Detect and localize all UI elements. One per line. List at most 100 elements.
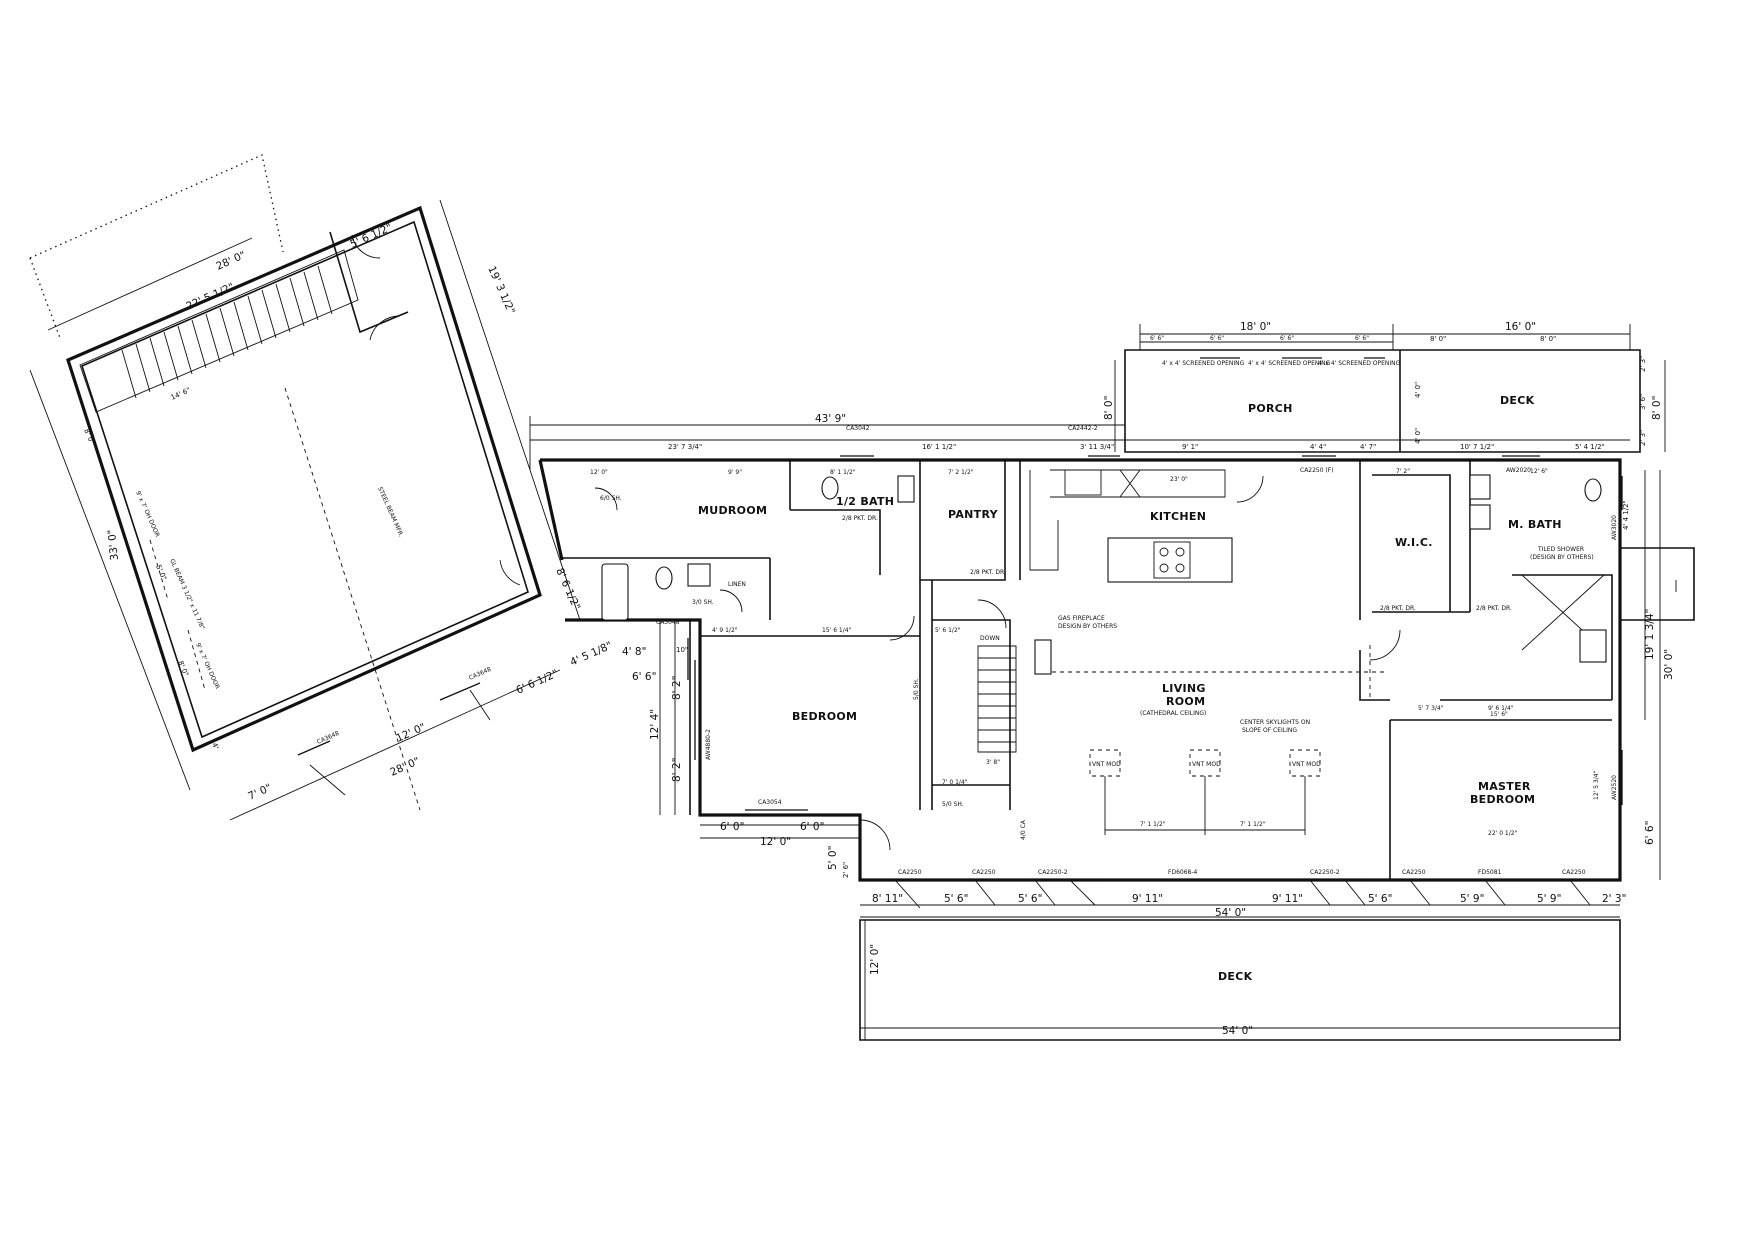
dim-top-c: 3' 11 3/4" xyxy=(1080,443,1114,451)
dim-garage-l-b: 5' 0" xyxy=(154,564,168,582)
dim-mid-b: 10" xyxy=(676,646,688,654)
note-ec: 4/0 CA xyxy=(1020,819,1027,840)
fireplace xyxy=(1034,639,1052,675)
note-skylights-1: CENTER SKYLIGHTS ON xyxy=(1240,719,1310,726)
dim-deck-bottom-total: 54' 0" xyxy=(1222,1025,1253,1037)
room-down: DOWN xyxy=(980,635,1000,642)
room-pantry: PANTRY xyxy=(948,508,999,521)
note-ps-4: 2/8 PKT. DR. xyxy=(1476,605,1512,612)
dim-porch-depth: 8' 0" xyxy=(1103,396,1115,420)
win-ca2250f: CA2250 (F) xyxy=(1300,467,1334,474)
porch-deck-top: 18' 0" 16' 0" 6' 6" 6' 6" 6' 6" 6' 6" 8'… xyxy=(1103,321,1666,453)
dim-garage-inner: 14' 6" xyxy=(170,386,192,402)
note-skylights-2: SLOPE OF CEILING xyxy=(1242,727,1297,734)
dim-deck-a: 8' 0" xyxy=(1430,335,1446,343)
dim-garage-l-d: 4' xyxy=(210,742,220,751)
dim-porch-a: 6' 6" xyxy=(1150,335,1164,342)
dim-deck-depth: 8' 0" xyxy=(1651,396,1663,420)
dim-porch-c: 6' 6" xyxy=(1280,335,1294,342)
dim-deck-depth-bottom: 12' 0" xyxy=(869,944,881,975)
win-ca3048: CA3048 xyxy=(656,619,680,626)
dim-top-b: 16' 1 1/2" xyxy=(922,443,956,451)
dim-front-a: 5' 0" xyxy=(827,846,839,870)
room-bedroom: BEDROOM xyxy=(792,710,857,723)
room-deck-top: DECK xyxy=(1500,394,1535,407)
win-ca2250-c: CA2250-2 xyxy=(1038,869,1068,876)
note-gas-fireplace-2: DESIGN BY OTHERS xyxy=(1058,623,1117,630)
dim-bot-1: 8' 11" xyxy=(872,893,903,905)
win-ca2442: CA2442-2 xyxy=(1068,425,1098,432)
dim-liv-a: 7' 1 1/2" xyxy=(1140,821,1166,828)
dim-mud-w: 12' 0" xyxy=(590,469,608,476)
dim-bot-8: 5' 9" xyxy=(1537,893,1561,905)
dim-stair-w: 5' 6 1/2" xyxy=(935,627,961,634)
win-ca3042: CA3042 xyxy=(846,425,870,432)
dim-master-w: 22' 0 1/2" xyxy=(1488,830,1518,837)
dim-wic-w: 7' 2" xyxy=(1396,468,1410,475)
note-ps-1: 2/8 PKT. DR. xyxy=(842,515,878,522)
note-mod-1: VNT MOD xyxy=(1092,761,1121,768)
garage: 28' 0" 22' 5 1/2" 5' 6 1/2" 19' 3 1/2" 3… xyxy=(29,154,614,821)
win-fd5081: FD5081 xyxy=(1478,869,1502,876)
dim-total-54: 54' 0" xyxy=(1215,907,1246,919)
dim-bed-b1: 6' 0" xyxy=(720,821,744,833)
dim-bed-bot: 12' 0" xyxy=(760,836,791,848)
dim-bed-left: 12' 4" xyxy=(649,709,661,740)
note-mod-2: VNT MOD xyxy=(1192,761,1221,768)
dim-liv-b: 7' 1 1/2" xyxy=(1240,821,1266,828)
dim-master-top: 15' 6" xyxy=(1490,711,1508,718)
dim-deck-r3: 2' 3" xyxy=(1639,430,1647,446)
dim-garage-diag-a: 6' 6 1/2" xyxy=(514,668,560,697)
win-ca2250-a: CA2250 xyxy=(898,869,922,876)
dim-porch-d1: 4' 0" xyxy=(1414,382,1422,398)
win-aw3020: AW3020 xyxy=(1611,515,1618,540)
dim-pantry-w: 7' 2 1/2" xyxy=(948,469,974,476)
dim-porch-d2: 4' 0" xyxy=(1414,428,1422,444)
dim-house-top: 43' 9" xyxy=(815,413,846,425)
kitchen-island xyxy=(1107,537,1233,583)
dim-porch-b: 6' 6" xyxy=(1210,335,1224,342)
win-ca2250-g: CA2250 xyxy=(1562,869,1586,876)
room-deck-bottom: DECK xyxy=(1218,970,1253,983)
stair-down xyxy=(977,645,1017,753)
dim-mid-a: 4' 8" xyxy=(622,646,646,658)
dim-right-total: 30' 0" xyxy=(1663,649,1675,680)
dim-bath-w: 8' 1 1/2" xyxy=(830,469,856,476)
dim-garage-left: 33' 0" xyxy=(106,529,121,561)
room-wic: W.I.C. xyxy=(1395,536,1433,549)
note-ohdoor-1: 9' x 7' OH DOOR xyxy=(134,490,161,538)
note-mod-3: VNT MOD xyxy=(1292,761,1321,768)
dim-bot-3: 5' 6" xyxy=(1018,893,1042,905)
note-sh-2: 5/0 SH. xyxy=(942,801,964,808)
win-ca2250-d: CA2250-2 xyxy=(1310,869,1340,876)
dim-top-d: 9' 1" xyxy=(1182,443,1198,451)
win-aw4880: AW4880-2 xyxy=(705,729,712,760)
deck-bottom: DECK 54' 0" 12' 0" xyxy=(859,919,1621,1041)
dim-master-h: 12' 5 3/4" xyxy=(1593,770,1600,800)
note-sh-3: 3/0 SH. xyxy=(692,599,714,606)
note-gas-fireplace-1: GAS FIREPLACE xyxy=(1058,615,1105,622)
dim-right-b: 4' 4 1/2" xyxy=(1622,500,1630,530)
dim-right-a: 19' 1 3/4" xyxy=(1644,609,1656,660)
dim-garage-diag-b: 4' 5 1/8" xyxy=(568,640,614,669)
dim-garage-bottom: 28' 0" xyxy=(388,755,421,779)
dim-right-c: 6' 6" xyxy=(1644,821,1656,845)
note-ps-2: 2/8 PKT. DR. xyxy=(970,569,1006,576)
dim-bot-6: 5' 6" xyxy=(1368,893,1392,905)
bathtub xyxy=(601,563,629,621)
dim-top-f: 4' 7" xyxy=(1360,443,1376,451)
win-aw2520: AW2520 xyxy=(1611,775,1618,800)
note-screened-1: 4' x 4' SCREENED OPENING xyxy=(1162,360,1245,367)
garage-stair xyxy=(79,249,359,413)
dim-mud-w2: 9' 9" xyxy=(728,469,742,476)
room-kitchen: KITCHEN xyxy=(1150,510,1206,523)
dim-bed-b2: 6' 0" xyxy=(800,821,824,833)
dim-front-b: 2' 6" xyxy=(842,862,850,878)
dim-garage-right: 19' 3 1/2" xyxy=(485,264,517,316)
dim-bot-9: 2' 3" xyxy=(1602,893,1626,905)
room-half-bath: 1/2 BATH xyxy=(836,495,894,508)
dim-garage-l-c: 8' 0" xyxy=(176,660,190,678)
room-linen: LINEN xyxy=(728,581,746,588)
win-ca3648-a: CA3648 xyxy=(316,730,341,746)
